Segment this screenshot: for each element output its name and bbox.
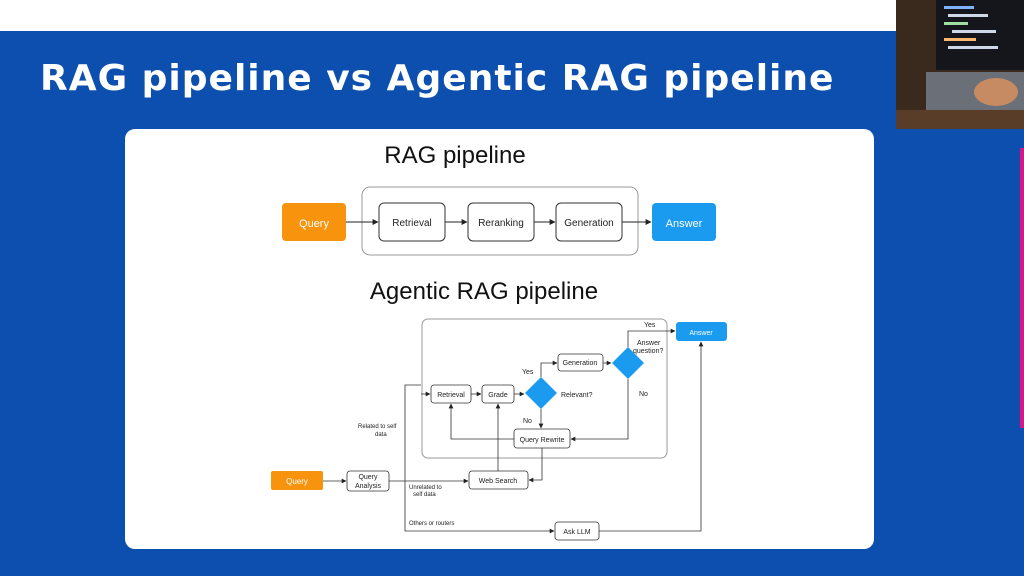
- top-bar: [0, 0, 1024, 31]
- query-analysis-label-1: Query: [358, 474, 378, 481]
- diagram-panel: RAG pipeline Query Retrieval Reranking G…: [125, 129, 874, 549]
- grade-label: Grade: [488, 392, 508, 399]
- rag-group-box: [361, 186, 639, 256]
- related-label-2: data: [375, 432, 387, 438]
- edge-rewrite-retrieval: [448, 403, 514, 440]
- answer-question-decision-node: [612, 347, 644, 379]
- relevant-label: Relevant?: [561, 392, 593, 399]
- agentic-generation-label: Generation: [563, 360, 598, 367]
- query-analysis-label-2: Analysis: [355, 483, 382, 490]
- unrelated-label-1: Unrelated to: [409, 485, 442, 491]
- unrelated-label-2: self data: [413, 492, 436, 498]
- query-rewrite-label: Query Rewrite: [520, 437, 565, 444]
- relevant-decision-node: [525, 377, 557, 409]
- edge-answer-no-rewrite: [570, 379, 629, 442]
- agentic-retrieval-label: Retrieval: [437, 392, 465, 399]
- answer-question-label-1: Answer: [637, 340, 661, 347]
- agentic-generation-node: [557, 353, 604, 372]
- yes-relevant-label: Yes: [522, 369, 534, 376]
- web-search-label: Web Search: [479, 478, 517, 485]
- diagram-canvas: RAG pipeline Query Retrieval Reranking G…: [271, 142, 727, 541]
- agentic-answer-label: Answer: [689, 330, 713, 337]
- answer-question-label-2: question?: [633, 348, 663, 355]
- rag-answer-label: Answer: [666, 218, 703, 230]
- edge-analysis-askllm: [404, 481, 555, 534]
- webcam-icon: [896, 0, 1024, 129]
- agentic-query-label: Query: [286, 477, 308, 486]
- no-answer-label: No: [639, 391, 648, 398]
- no-relevant-label: No: [523, 418, 532, 425]
- edge-rewrite-websearch: [528, 448, 543, 483]
- edge-analysis-related: [389, 384, 421, 482]
- ask-llm-label: Ask LLM: [563, 529, 590, 536]
- accent-bar: [1020, 148, 1024, 428]
- rag-query-node: [282, 203, 346, 241]
- agentic-query-node: [271, 471, 323, 490]
- related-label-1: Related to self: [358, 424, 397, 430]
- others-label: Others or routers: [409, 521, 454, 527]
- rag-heading: RAG pipeline: [384, 142, 525, 169]
- web-search-node: [468, 470, 529, 490]
- rag-generation-label: Generation: [564, 218, 613, 229]
- rag-retrieval-label: Retrieval: [392, 218, 431, 229]
- agentic-heading: Agentic RAG pipeline: [370, 278, 598, 305]
- edge-relevant-yes-generation: [540, 360, 558, 377]
- edge-answer-yes: [627, 328, 676, 347]
- rag-query-label: Query: [299, 218, 329, 230]
- slide-title: RAG pipeline vs Agentic RAG pipeline: [40, 58, 835, 99]
- yes-answer-label: Yes: [644, 322, 656, 329]
- rag-answer-node: [652, 203, 716, 241]
- edge-askllm-answer: [599, 341, 704, 532]
- agentic-answer-node: [676, 322, 727, 341]
- rag-reranking-label: Reranking: [478, 218, 524, 229]
- agentic-group-box: [421, 318, 668, 459]
